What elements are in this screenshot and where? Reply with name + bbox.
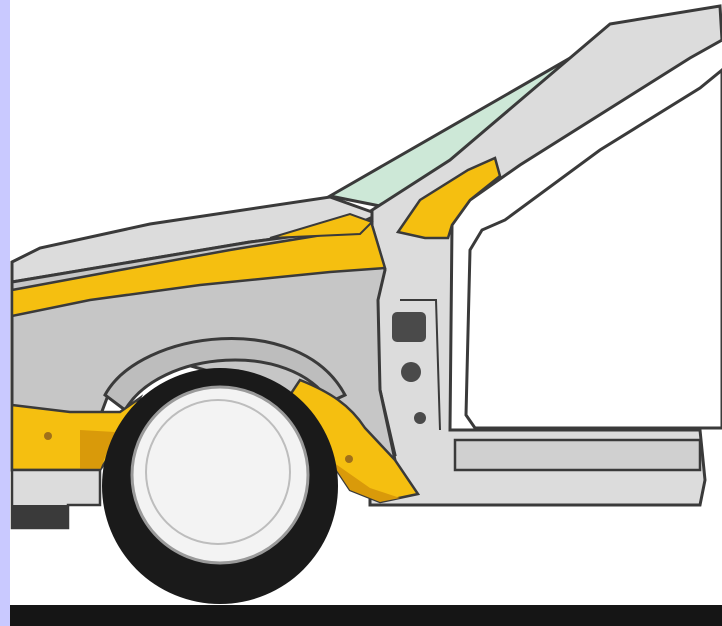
- sill: [455, 440, 700, 470]
- hinge-hole-lower: [414, 412, 426, 424]
- arch-bolt: [345, 455, 353, 463]
- hinge-slot: [392, 312, 426, 342]
- rail-bolt: [44, 432, 52, 440]
- hinge-hole-upper: [401, 362, 421, 382]
- front-wheel: [102, 368, 338, 604]
- ground-line: [10, 605, 722, 626]
- rim: [132, 387, 308, 563]
- bumper-lower-block: [12, 505, 68, 528]
